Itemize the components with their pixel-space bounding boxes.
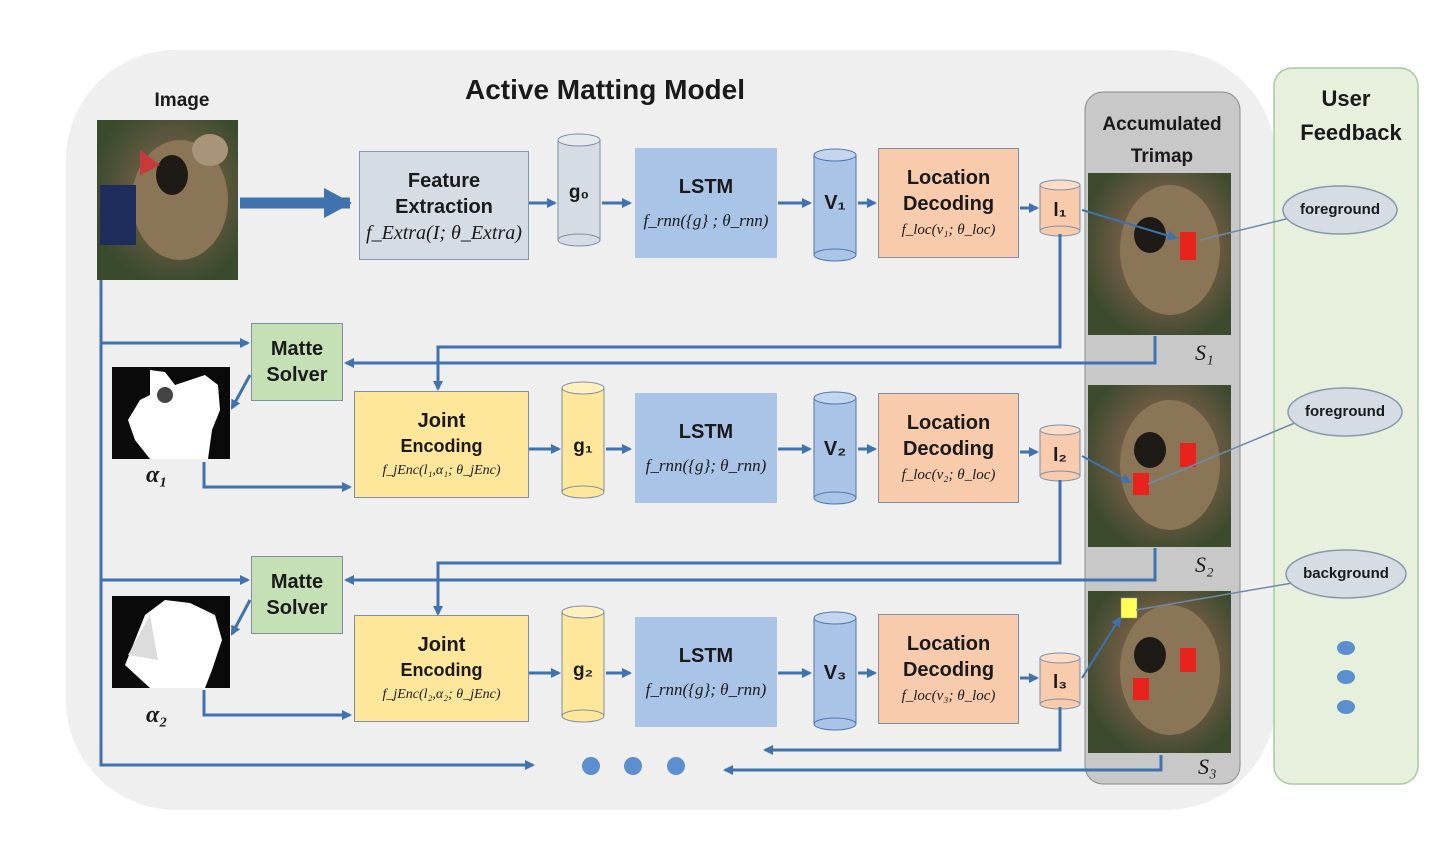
lstm-formula: f_rnn({g} ; θ_rnn) (643, 211, 769, 230)
trimap-image-3 (1088, 591, 1231, 753)
v2-label: V₂ (823, 438, 847, 460)
g0-label: g₀ (568, 182, 590, 203)
feedback-bubble-2 (1287, 387, 1403, 437)
s3-label: S₃ (1198, 754, 1217, 779)
trimap-image-2 (1088, 385, 1231, 547)
location-decoding-formula: f_loc(v₁; θ_loc) (901, 222, 996, 238)
lstm-formula: f_rnn({g}; θ_rnn) (645, 456, 767, 475)
lstm-title: LSTM (678, 421, 734, 443)
alpha-1-label: α₁ (146, 462, 168, 488)
callout-pointers (1135, 217, 1303, 611)
matte-solver-box-1: Matte Solver (251, 323, 343, 401)
alpha-matte-1 (112, 367, 230, 459)
foreground-marker (1180, 232, 1196, 260)
l1-label: l₁ (1053, 200, 1067, 221)
g2-label: g₂ (572, 660, 594, 681)
lstm-title: LSTM (678, 645, 734, 667)
cylinder-v2 (813, 391, 857, 505)
location-decoding-title-2: Decoding (902, 193, 995, 215)
matte-solver-title-1: Matte (270, 571, 324, 593)
joint-encoding-formula: f_jEnc(l₁,α₁; θ_jEnc) (382, 462, 501, 478)
v1-label: V₁ (824, 192, 846, 214)
ellipsis-dots (582, 757, 685, 775)
alpha-2-label: α₂ (146, 702, 168, 728)
location-decoding-title-1: Location (906, 167, 991, 189)
feedback-text-2: foreground (1305, 403, 1385, 420)
location-decoding-title-1: Location (906, 633, 991, 655)
feedback-label-line1: User (1321, 86, 1371, 111)
location-decoding-box-3: Location Decoding f_loc(v₃; θ_loc) (878, 614, 1019, 724)
matte-solver-title-1: Matte (270, 338, 324, 360)
feature-extraction-formula: f_Extra(I; θ_Extra) (366, 221, 522, 244)
joint-encoding-title: Joint (417, 633, 466, 656)
feature-extraction-title-1: Feature (407, 169, 481, 192)
feedback-bubble-3 (1285, 549, 1407, 599)
joint-encoding-box-2: Joint Encoding f_jEnc(l₂,α₂; θ_jEnc) (354, 615, 529, 722)
trimap-label-line2: Trimap (1130, 146, 1194, 167)
matte-solver-title-2: Solver (266, 597, 328, 619)
lstm-formula: f_rnn({g}; θ_rnn) (645, 680, 767, 699)
l3-label: l₃ (1052, 672, 1068, 693)
joint-encoding-title: Joint (417, 409, 466, 432)
s2-label: S₂ (1195, 552, 1214, 577)
l2-label: l₂ (1053, 445, 1067, 466)
joint-encoding-box-1: Joint Encoding f_jEnc(l₁,α₁; θ_jEnc) (354, 391, 529, 498)
feedback-text-1: foreground (1300, 201, 1380, 218)
lstm-title: LSTM (678, 176, 734, 198)
g1-label: g₁ (573, 436, 593, 457)
s1-label: S₁ (1195, 340, 1214, 365)
location-decoding-title-2: Decoding (902, 659, 995, 681)
connector-arrows (99, 188, 1178, 775)
location-decoding-formula: f_loc(v₂; θ_loc) (901, 467, 996, 483)
feedback-ellipsis-dots (1337, 641, 1355, 714)
foreground-marker (1180, 648, 1196, 672)
location-decoding-formula: f_loc(v₃; θ_loc) (901, 688, 996, 704)
joint-encoding-formula: f_jEnc(l₂,α₂; θ_jEnc) (382, 686, 501, 702)
joint-encoding-subtitle: Encoding (400, 435, 483, 456)
cylinder-g2 (561, 605, 605, 723)
trimap-label-line1: Accumulated (1102, 114, 1222, 135)
feedback-bubble-1 (1282, 185, 1398, 235)
feedback-label-line2: Feedback (1300, 120, 1402, 145)
trimap-image-1 (1088, 173, 1231, 335)
matte-solver-box-2: Matte Solver (251, 556, 343, 634)
foreground-marker (1133, 473, 1149, 495)
cylinder-l2 (1039, 424, 1081, 482)
lstm-box-2: LSTM f_rnn({g}; θ_rnn) (635, 393, 777, 503)
foreground-marker (1133, 678, 1149, 700)
alpha-matte-2 (112, 596, 230, 688)
image-label: Image (154, 90, 210, 111)
foreground-marker (1180, 443, 1196, 467)
page-title: Active Matting Model (464, 74, 745, 105)
location-decoding-box-2: Location Decoding f_loc(v₂; θ_loc) (878, 393, 1019, 503)
input-image (97, 120, 238, 280)
v3-label: V₃ (823, 662, 847, 684)
background-marker (1120, 597, 1138, 619)
feature-extraction-title-2: Extraction (395, 195, 493, 218)
joint-encoding-subtitle: Encoding (400, 659, 483, 680)
location-decoding-title-1: Location (906, 412, 991, 434)
location-decoding-box-1: Location Decoding f_loc(v₁; θ_loc) (878, 148, 1019, 258)
cylinder-v1 (813, 148, 857, 262)
feature-extraction-box: Feature Extraction f_Extra(I; θ_Extra) (359, 151, 529, 260)
matte-solver-title-2: Solver (266, 364, 328, 386)
cylinder-v3 (813, 611, 857, 731)
lstm-box-3: LSTM f_rnn({g}; θ_rnn) (635, 617, 777, 727)
cylinder-l3 (1039, 652, 1081, 710)
cylinder-l1 (1039, 179, 1081, 237)
cylinder-g1 (561, 381, 605, 499)
feedback-text-3: background (1303, 565, 1389, 582)
lstm-box-1: LSTM f_rnn({g} ; θ_rnn) (635, 148, 777, 258)
location-decoding-title-2: Decoding (902, 438, 995, 460)
cylinder-g0 (557, 133, 601, 247)
